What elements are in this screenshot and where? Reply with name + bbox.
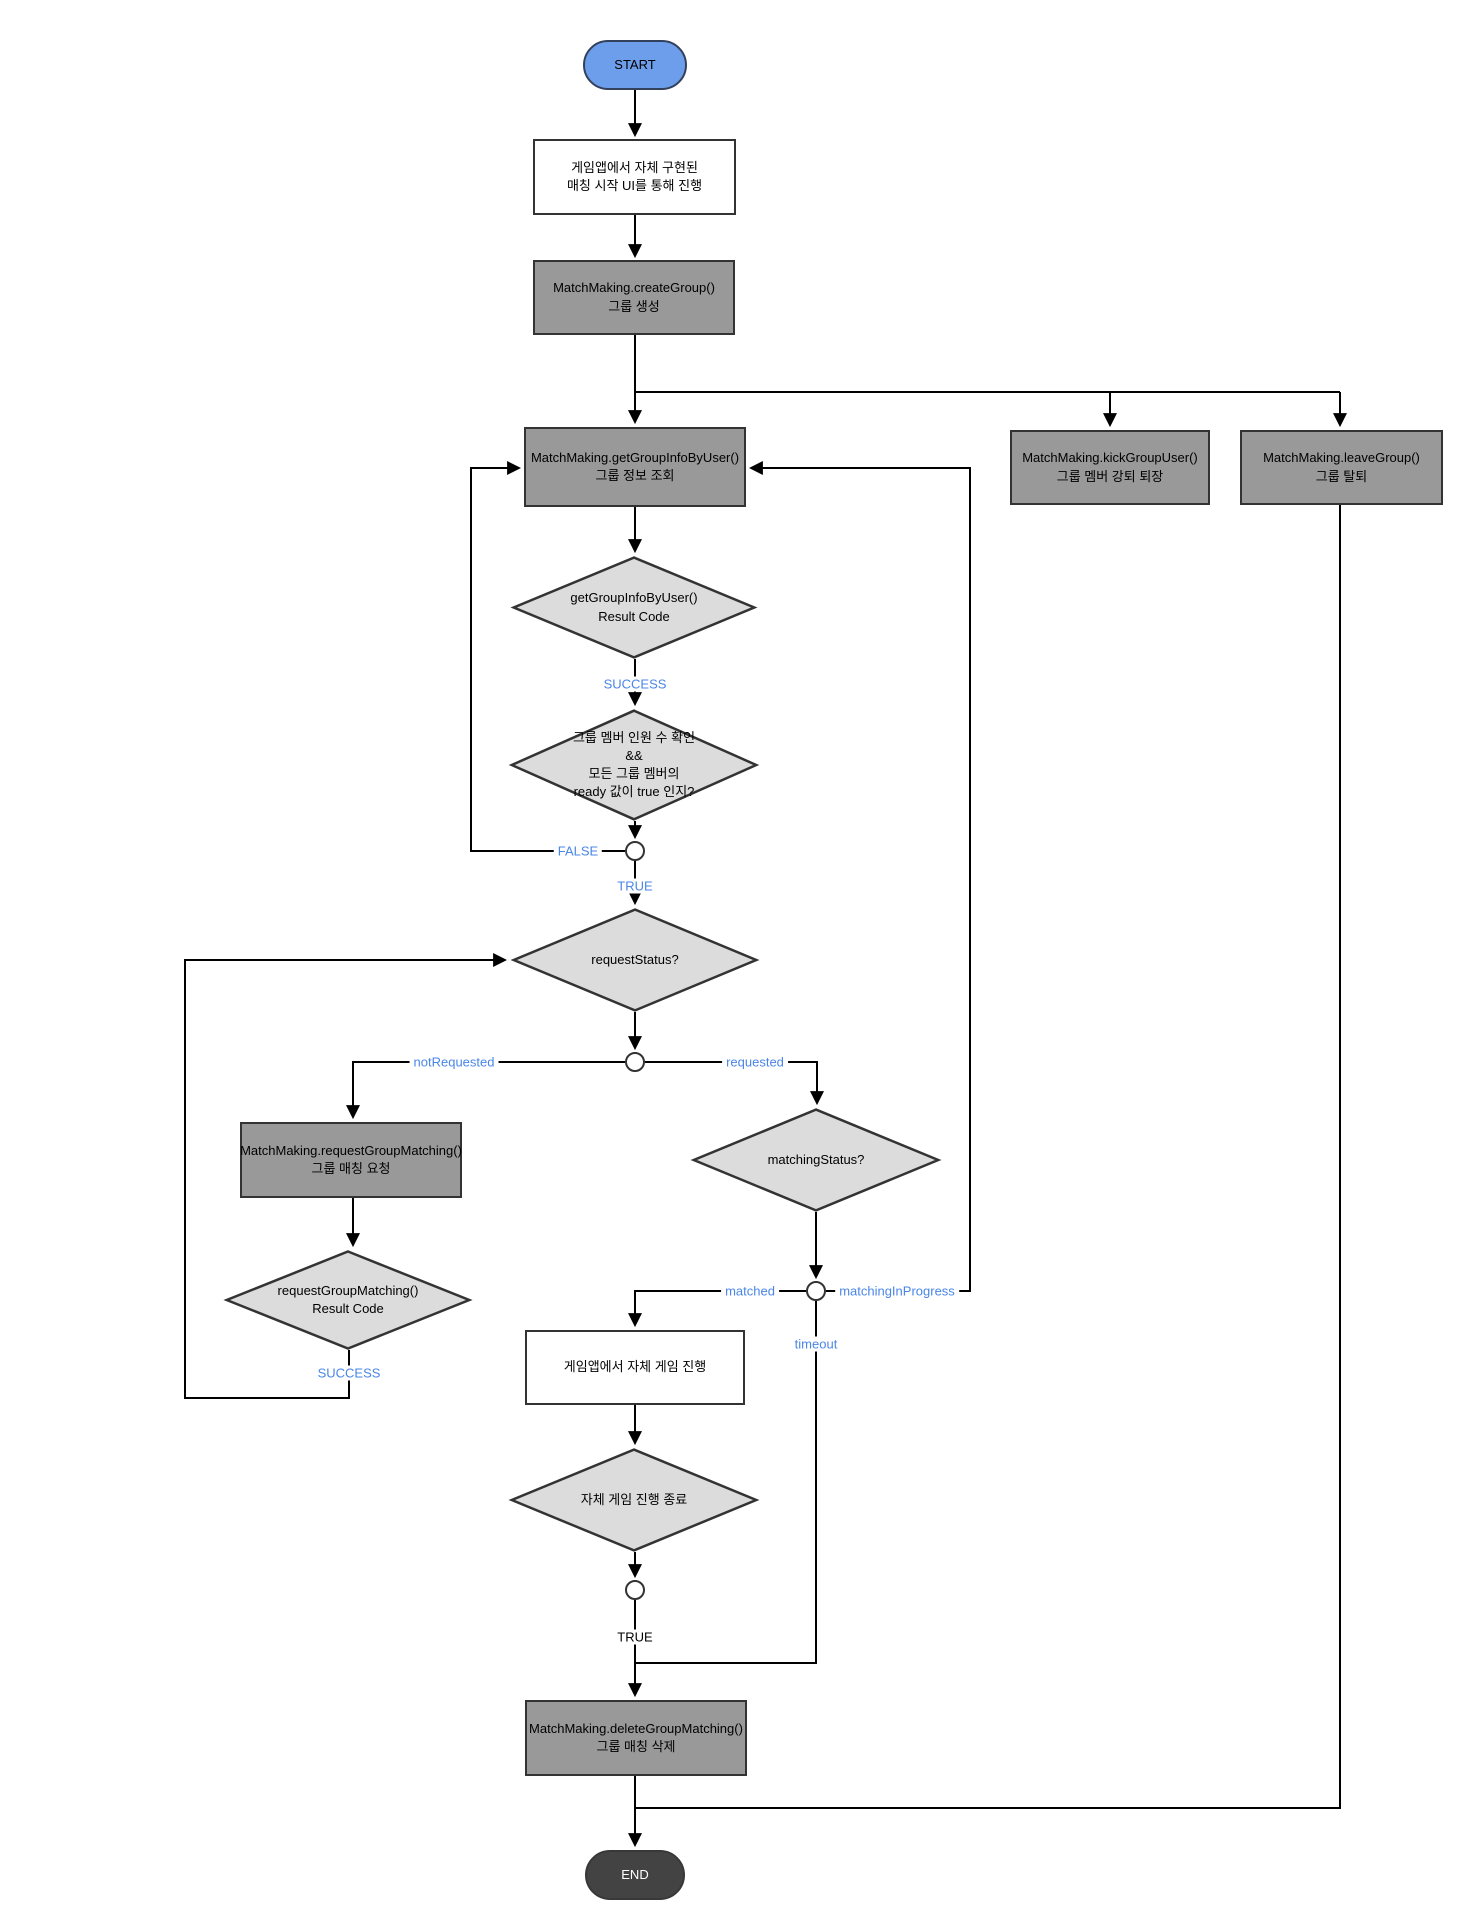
junction-request-status [625, 1052, 645, 1072]
node-get-group-info: MatchMaking.getGroupInfoByUser() 그룹 정보 조… [524, 427, 746, 507]
decision-label: getGroupInfoByUser() Result Code [570, 590, 698, 624]
decision-label: 자체 게임 진행 종료 [580, 1491, 688, 1507]
decision-label: requestStatus? [591, 951, 679, 967]
node-game-end-check: 자체 게임 진행 종료 [508, 1448, 760, 1552]
edge-timeout [635, 1301, 817, 1664]
node-matching-ui: 게임앱에서 자체 구현된 매칭 시작 UI를 통해 진행 [533, 139, 736, 215]
node-request-group-matching-result: requestGroupMatching() Result Code [223, 1250, 473, 1350]
edge-label-false: FALSE [553, 843, 603, 859]
node-leave-group: MatchMaking.leaveGroup() 그룹 탈퇴 [1240, 430, 1443, 505]
junction-game-end [625, 1580, 645, 1600]
node-kick-group-user: MatchMaking.kickGroupUser() 그룹 멤버 강퇴 퇴장 [1010, 430, 1210, 505]
decision-diamond [223, 1250, 473, 1350]
node-delete-group-matching: MatchMaking.deleteGroupMatching() 그룹 매칭 … [525, 1700, 747, 1776]
edge-label-success-getinfo: SUCCESS [599, 676, 671, 692]
junction-matching-status [806, 1281, 826, 1301]
decision-diamond [508, 709, 760, 821]
node-request-group-matching: MatchMaking.requestGroupMatching() 그룹 매칭… [240, 1122, 462, 1198]
edge-label-matchinginprogress: matchingInProgress [835, 1283, 959, 1299]
decision-diamond [690, 1108, 942, 1212]
decision-label: matchingStatus? [767, 1151, 865, 1167]
edge-label-notrequested: notRequested [409, 1054, 499, 1070]
node-end: END [585, 1850, 685, 1900]
decision-diamond [510, 556, 758, 659]
decision-label: requestGroupMatching() Result Code [277, 1282, 419, 1316]
node-request-status: requestStatus? [510, 908, 760, 1012]
edge-label-true-gameend: TRUE [613, 1629, 657, 1645]
edge-leavegroup-merge [635, 505, 1341, 1809]
node-start: START [583, 40, 687, 90]
decision-label: 그룹 멤버 인원 수 확인 && 모든 그룹 멤버의 ready 값이 true… [572, 729, 696, 800]
edge-notrequested [346, 1061, 625, 1120]
edge-label-requested: requested [722, 1054, 788, 1070]
decision-diamond [510, 908, 760, 1012]
node-get-group-info-result: getGroupInfoByUser() Result Code [510, 556, 758, 659]
edge-label-matched: matched [721, 1283, 779, 1299]
edge-label-timeout: timeout [790, 1336, 842, 1352]
node-matching-status: matchingStatus? [690, 1108, 942, 1212]
edge-label-true: TRUE [613, 878, 657, 894]
node-game-play: 게임앱에서 자체 게임 진행 [525, 1330, 745, 1405]
node-member-ready-check: 그룹 멤버 인원 수 확인 && 모든 그룹 멤버의 ready 값이 true… [508, 709, 760, 821]
edge-success-loop [184, 953, 508, 1399]
junction-ready-result [625, 841, 645, 861]
edge-label-success-request: SUCCESS [313, 1365, 385, 1381]
edge-false-loop [470, 461, 625, 852]
node-create-group: MatchMaking.createGroup() 그룹 생성 [533, 260, 735, 335]
decision-diamond [508, 1448, 760, 1552]
edge-requested [645, 1061, 824, 1106]
